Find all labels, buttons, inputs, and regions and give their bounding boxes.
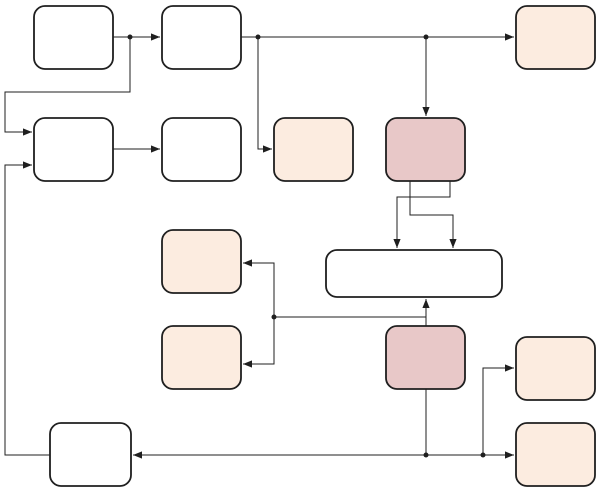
- node-b3: [273, 117, 354, 182]
- connector-b4-c2-right: [409, 181, 457, 248]
- connector-d2-f1: [133, 389, 427, 459]
- junction-dot: [271, 314, 277, 320]
- node-box: [33, 5, 114, 70]
- connector-a1-b1: [4, 37, 131, 136]
- node-a3: [515, 5, 596, 70]
- node-a2: [161, 5, 242, 70]
- node-box: [515, 422, 596, 487]
- connector-a2-b3: [257, 37, 272, 153]
- junction-dot: [423, 452, 429, 458]
- node-d2: [385, 325, 466, 390]
- node-d1: [161, 325, 242, 390]
- node-box: [161, 229, 242, 294]
- connector-layer: [4, 33, 514, 459]
- node-box: [385, 325, 466, 390]
- junction-dot: [127, 34, 133, 40]
- node-f2: [515, 422, 596, 487]
- junction-dot: [255, 34, 261, 40]
- connector-b4-c2-left: [393, 181, 451, 248]
- node-a1: [33, 5, 114, 70]
- junction-dot: [480, 452, 486, 458]
- connector-d2-c1: [243, 259, 426, 318]
- node-box: [515, 5, 596, 70]
- connector-f1-b1: [4, 161, 50, 456]
- node-c2: [325, 249, 503, 298]
- node-layer: [33, 5, 596, 487]
- junction-layer: [127, 34, 486, 458]
- node-box: [161, 5, 242, 70]
- node-box: [515, 336, 596, 401]
- junction-dot: [423, 34, 429, 40]
- node-box: [325, 249, 503, 298]
- node-e1: [515, 336, 596, 401]
- node-box: [273, 117, 354, 182]
- connector-d2-d1: [243, 317, 275, 368]
- node-f1: [49, 422, 132, 487]
- node-b2: [161, 117, 242, 182]
- node-b1: [33, 117, 114, 182]
- node-c1: [161, 229, 242, 294]
- connector-d2-e1: [482, 364, 514, 455]
- node-box: [161, 117, 242, 182]
- node-box: [385, 117, 466, 182]
- node-b4: [385, 117, 466, 182]
- node-box: [33, 117, 114, 182]
- node-box: [161, 325, 242, 390]
- node-box: [49, 422, 132, 487]
